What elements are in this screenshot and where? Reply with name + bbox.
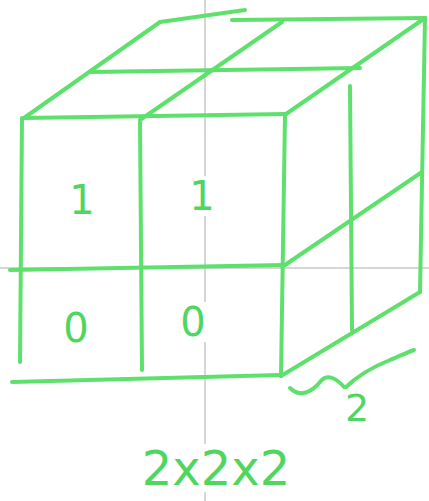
cube-edge [90, 68, 360, 72]
cube-edge [420, 18, 425, 292]
cube-edge [12, 375, 280, 382]
size-caption: 2x2x2 [139, 444, 293, 492]
cube-edge [350, 86, 352, 330]
dimension-label: 2 [342, 389, 372, 427]
cube-edge [281, 114, 285, 376]
cell-value: 0 [60, 308, 91, 348]
cube-edge [232, 18, 425, 20]
cell-value: 1 [186, 176, 217, 216]
cell-value: 1 [66, 180, 97, 220]
cube-edge [20, 118, 22, 362]
cube-edge [10, 265, 285, 270]
cube-edge [286, 18, 425, 114]
cube-edge [24, 114, 286, 118]
cube-edge [140, 122, 142, 370]
dimension-brace [290, 350, 414, 393]
cell-value: 0 [177, 302, 208, 342]
cube-edge [285, 172, 422, 265]
